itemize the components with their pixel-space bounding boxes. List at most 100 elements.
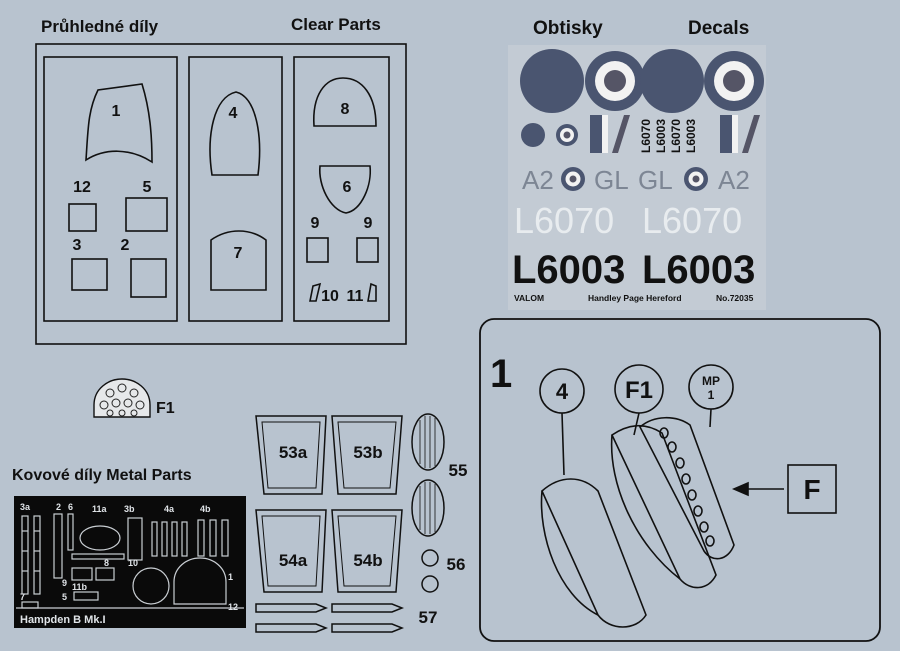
clear-part-6-shape — [319, 165, 371, 214]
fret-part-4a-1 — [151, 521, 158, 557]
fret-label-6: 6 — [68, 502, 73, 512]
fret-part-4b-1 — [197, 519, 205, 557]
clear-label-6: 6 — [343, 179, 352, 196]
roundel-small-right — [684, 167, 708, 191]
fret-part-4a-2 — [161, 521, 168, 557]
clear-label-8: 8 — [341, 101, 350, 118]
photo-etch-fret: 3a 2 6 11a 3b 4a 4b 11b 8 10 9 5 7 1 12 … — [14, 496, 246, 628]
clear-label-11: 11 — [347, 288, 364, 305]
resin-part-55a-shape — [411, 413, 445, 471]
fret-part-3b — [127, 517, 143, 561]
clear-part-9a-shape — [306, 237, 329, 263]
fret-label-12: 12 — [228, 602, 238, 612]
serial-dark-right: L6003 — [642, 248, 755, 292]
resin-label-55: 55 — [449, 461, 468, 480]
clear-part-5-shape — [125, 197, 168, 232]
f1-label: F1 — [156, 400, 175, 417]
metal-parts-heading: Kovové díly Metal Parts — [12, 467, 192, 485]
fret-part-11a — [79, 525, 121, 551]
clear-label-5: 5 — [143, 179, 152, 196]
serial-light-right: L6070 — [642, 200, 742, 241]
resin-label-54a: 54a — [279, 551, 308, 570]
fret-title: Hampden B Mk.I — [20, 614, 106, 626]
fin-serial-3: L6070 — [669, 119, 683, 153]
clear-part-7-shape — [210, 230, 267, 291]
clear-part-12-shape — [68, 203, 97, 232]
clear-part-3-shape — [71, 258, 108, 291]
resin-part-54a-shape — [255, 509, 327, 593]
callout-mp-label: MP — [702, 374, 720, 388]
clear-part-10-shape — [309, 282, 322, 302]
resin-label-53a: 53a — [279, 443, 308, 462]
fret-label-5: 5 — [62, 592, 67, 602]
fin-serial-2: L6003 — [654, 119, 668, 153]
callout-mp-number: 1 — [708, 388, 715, 402]
decal-footer-number: No.72035 — [716, 293, 754, 303]
decal-footer-title: Handley Page Hereford — [588, 293, 682, 303]
fret-part-4b-3 — [221, 519, 229, 557]
resin-part-53a-shape — [255, 415, 327, 495]
fret-label-11b: 11b — [72, 582, 88, 592]
fin-flash-left — [590, 115, 630, 153]
view-f-label: F — [803, 474, 820, 505]
resin-part-54b-shape — [331, 509, 403, 593]
roundel-large-3 — [640, 49, 704, 113]
clear-label-3: 3 — [73, 237, 82, 254]
roundel-large-2 — [585, 51, 645, 111]
resin-label-54b: 54b — [353, 551, 382, 570]
decal-sheet: L6070 L6003 L6070 L6003 A2 GL GL A2 L607… — [508, 45, 766, 310]
fret-part-2 — [53, 513, 63, 579]
metal-parts-heading-en: Metal Parts — [106, 467, 192, 484]
roundel-medium-2 — [556, 124, 578, 146]
clear-parts-heading-en: Clear Parts — [291, 15, 381, 34]
clear-parts-frame — [35, 43, 407, 345]
resin-part-57d-shape — [331, 623, 405, 633]
clear-label-2: 2 — [121, 237, 130, 254]
roundel-small-left — [561, 167, 585, 191]
fret-label-3b: 3b — [124, 504, 135, 514]
fret-label-8: 8 — [104, 558, 109, 568]
fret-part-3a-b — [33, 515, 41, 595]
clear-part-8-shape — [313, 77, 377, 127]
view-f-box — [787, 464, 837, 514]
step-1-number: 1 — [490, 352, 512, 396]
resin-label-53b: 53b — [353, 443, 382, 462]
clear-part-2-shape — [130, 258, 167, 298]
code-a2-right: A2 — [718, 165, 750, 195]
clear-part-9b-shape — [356, 237, 379, 263]
fin-serial-4: L6003 — [684, 119, 698, 153]
assembly-part-mp1 — [638, 416, 735, 560]
fret-part-5 — [73, 591, 99, 601]
fret-strip — [71, 553, 125, 560]
decal-footer-brand: VALOM — [514, 293, 544, 303]
resin-label-56: 56 — [447, 555, 466, 574]
code-a2-left: A2 — [522, 165, 554, 195]
fret-label-7: 7 — [20, 592, 25, 602]
fret-part-4a-3 — [171, 521, 178, 557]
clear-label-1: 1 — [112, 103, 121, 120]
clear-parts-heading-cz: Průhledné díly — [41, 17, 159, 36]
mp1-holes — [659, 427, 715, 547]
fin-serial-1: L6070 — [639, 119, 653, 153]
assembly-part-4 — [541, 478, 647, 628]
clear-panel-middle — [188, 56, 283, 322]
resin-part-57a-shape — [255, 603, 329, 613]
resin-part-56a-shape — [421, 549, 439, 567]
clear-panel-right — [293, 56, 390, 322]
code-gl-right: GL — [638, 165, 673, 195]
roundel-large-4 — [704, 51, 764, 111]
clear-part-11-shape — [367, 282, 377, 302]
fret-part-4b-2 — [209, 519, 217, 557]
serial-dark-left: L6003 — [512, 248, 625, 292]
clear-part-1-shape — [85, 83, 153, 164]
resin-part-57b-shape — [331, 603, 405, 613]
callout-4-label: 4 — [556, 379, 569, 404]
serial-light-left: L6070 — [514, 200, 614, 241]
clear-label-9a: 9 — [311, 215, 320, 232]
resin-part-57c-shape — [255, 623, 329, 633]
clear-part-4-shape — [209, 91, 261, 176]
fret-label-4a: 4a — [164, 504, 175, 514]
fret-part-11b — [71, 567, 93, 581]
fret-part-3a-a — [21, 515, 29, 595]
clear-label-4: 4 — [229, 105, 238, 122]
